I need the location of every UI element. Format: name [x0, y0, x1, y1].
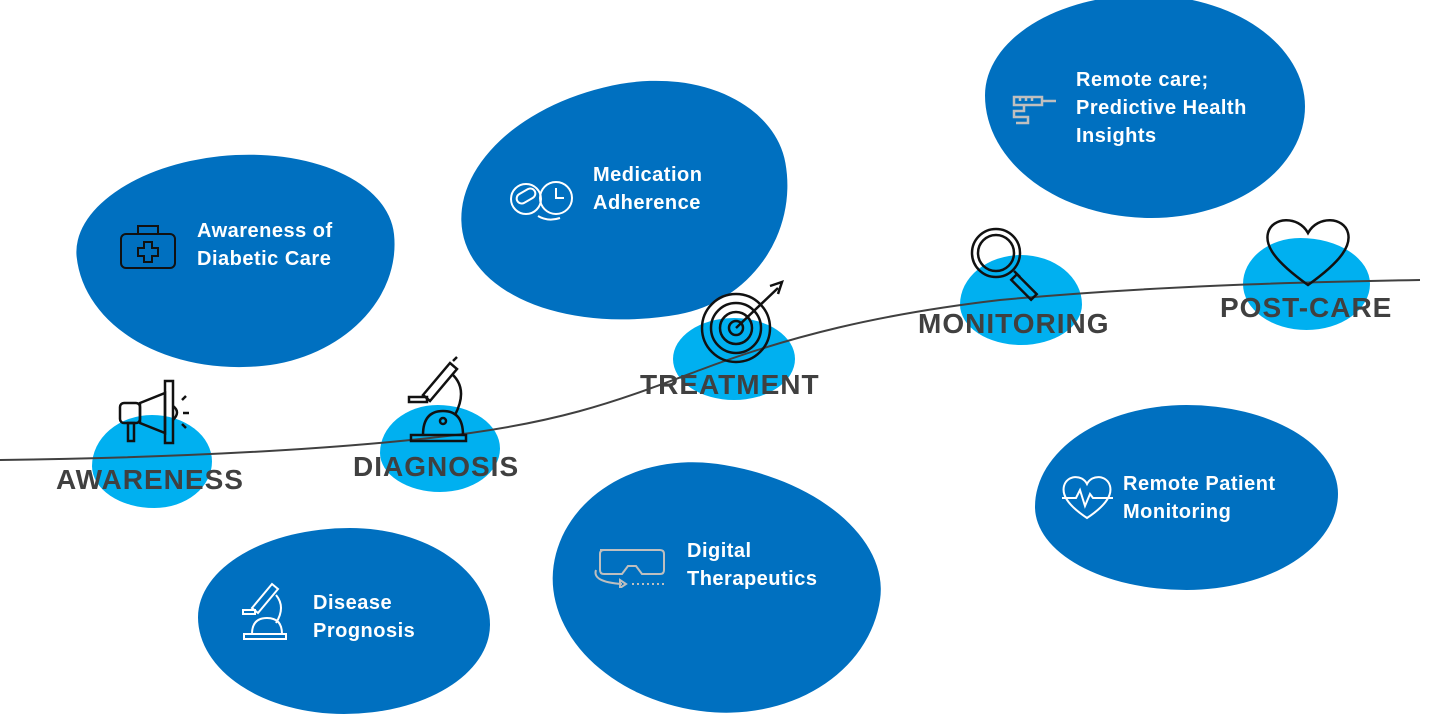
syringe-icon	[1012, 95, 1056, 125]
card-blob-rpm	[1035, 405, 1338, 590]
card-line: Predictive Health	[1076, 97, 1247, 119]
card-disease-prognosis: Disease Prognosis	[313, 589, 415, 645]
card-line: Diabetic Care	[197, 248, 332, 270]
card-line: Remote care;	[1076, 69, 1209, 91]
microscope-icon	[407, 356, 468, 443]
card-line: Monitoring	[1123, 501, 1232, 523]
stage-blob-awareness	[92, 415, 212, 508]
card-awareness-of-diabetic-care: Awareness of Diabetic Care	[197, 217, 333, 273]
stage-label-diagnosis: DIAGNOSIS	[353, 451, 520, 482]
stage-label-monitoring: MONITORING	[918, 308, 1110, 339]
stage-label-postcare: POST-CARE	[1220, 292, 1393, 323]
card-line: Awareness of	[197, 220, 333, 242]
card-remote-care: Remote care; Predictive Health Insights	[1076, 66, 1247, 150]
card-line: Medication	[593, 164, 703, 186]
card-line: Remote Patient	[1123, 473, 1276, 495]
megaphone-icon	[118, 379, 189, 445]
medical-kit-icon	[120, 225, 176, 269]
magnifier-icon	[970, 227, 1039, 302]
vr-headset-icon	[594, 549, 666, 588]
card-line: Therapeutics	[687, 568, 818, 590]
card-blob-remote-care	[985, 0, 1305, 218]
pills-clock-icon	[510, 181, 573, 221]
card-line: Adherence	[593, 192, 701, 214]
card-line: Insights	[1076, 125, 1157, 147]
card-blob-prognosis	[198, 528, 490, 714]
heart-icon	[1266, 219, 1350, 287]
stage-blob-treatment	[673, 318, 795, 400]
heartbeat-icon	[1062, 476, 1113, 520]
stage-label-awareness: AWARENESS	[56, 464, 244, 495]
card-digital-therapeutics: Digital Therapeutics	[687, 537, 817, 593]
target-icon	[700, 280, 784, 364]
stage-label-treatment: TREATMENT	[640, 369, 820, 400]
card-line: Disease	[313, 592, 393, 614]
card-remote-patient-monitoring: Remote Patient Monitoring	[1123, 470, 1276, 526]
card-line: Prognosis	[313, 620, 416, 642]
card-medication-adherence: Medication Adherence	[593, 161, 702, 217]
card-line: Digital	[687, 540, 752, 562]
microscope-icon	[242, 582, 287, 640]
